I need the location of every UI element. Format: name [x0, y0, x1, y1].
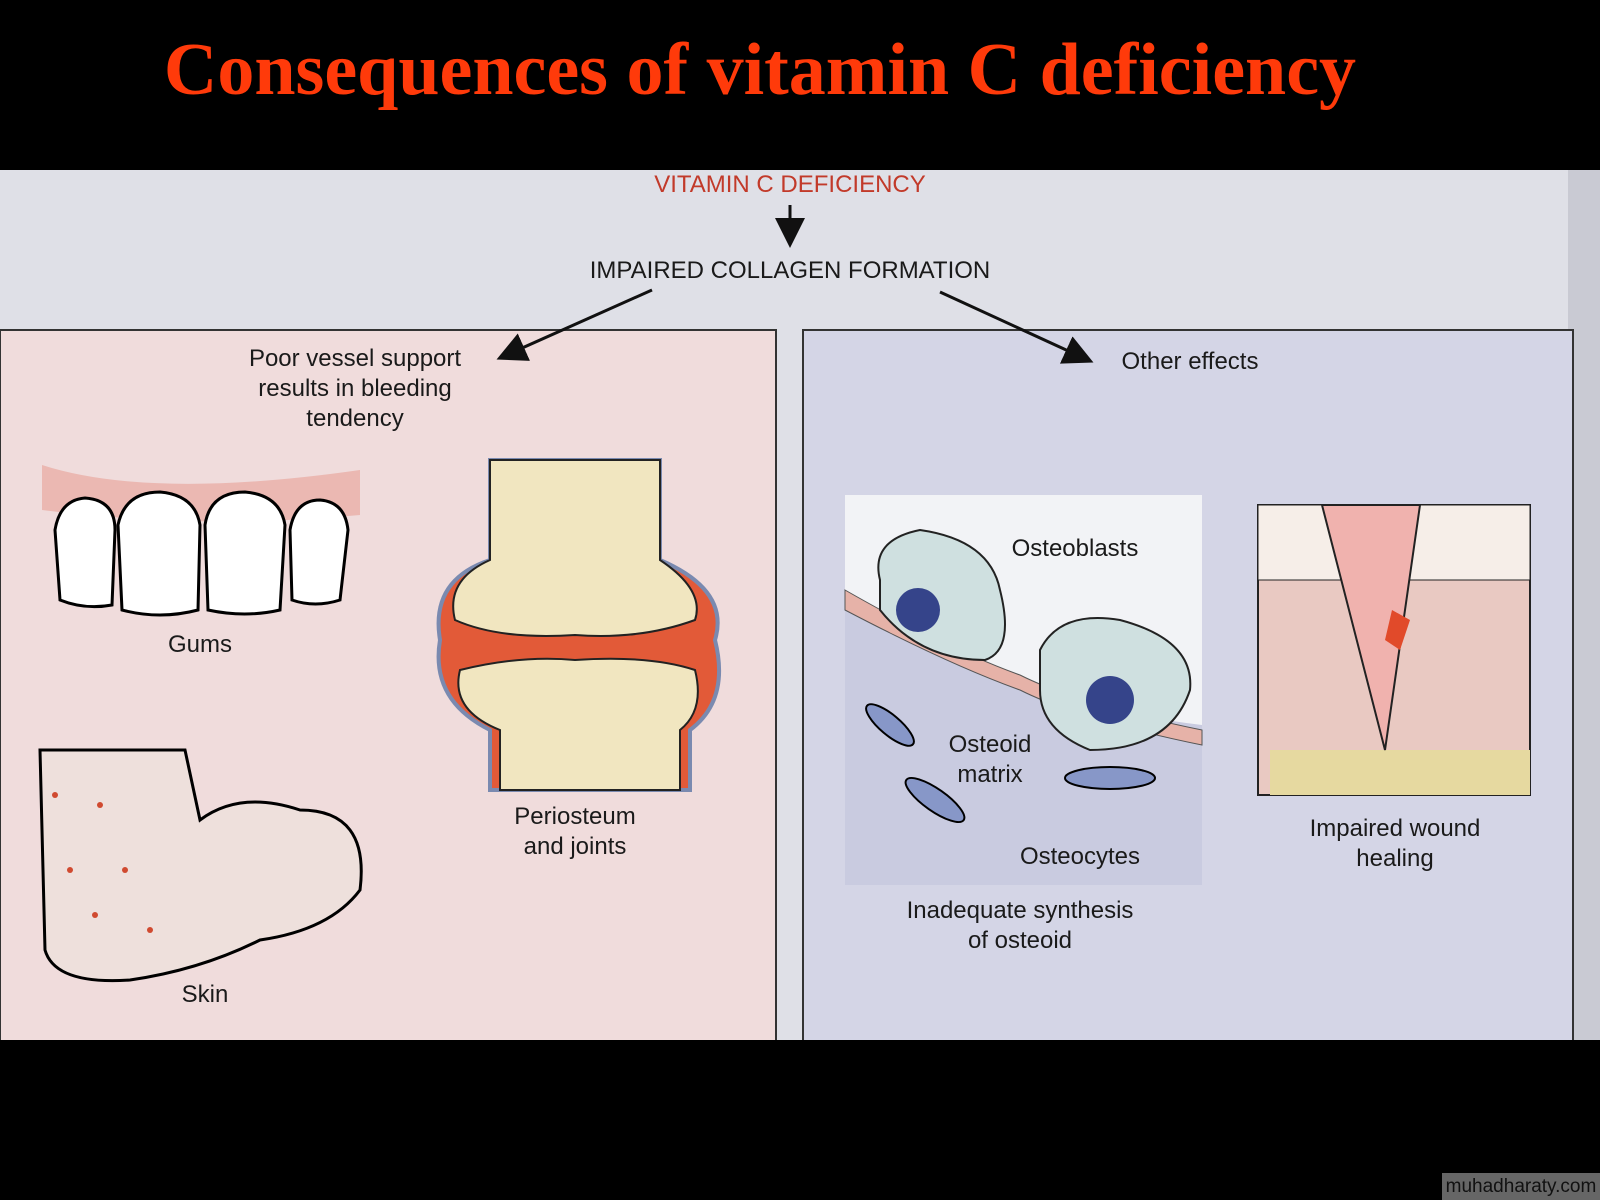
osteoid-caption-line1: Inadequate synthesis [906, 897, 1134, 924]
osteoblasts-label: Osteoblasts [1011, 535, 1139, 562]
wound-label-line1: Impaired wound [1309, 815, 1481, 842]
slide-title: Consequences of vitamin C deficiency [163, 29, 1357, 111]
gums-label: Gums [167, 631, 232, 658]
osteoid-caption: Inadequate synthesis of osteoid [870, 896, 1170, 956]
vitamin-c-deficiency-label: VITAMIN C DEFICIENCY [654, 171, 926, 198]
osteocytes-label: Osteocytes [1019, 843, 1141, 870]
wound-illustration [1257, 504, 1531, 796]
gums-illustration [42, 465, 360, 617]
wound-healing-label: Impaired wound healing [1290, 814, 1500, 874]
watermark: muhadharaty.com [1442, 1173, 1600, 1200]
bleeding-tendency-label: Poor vessel support results in bleeding … [248, 345, 462, 432]
wound-label-line2: healing [1356, 845, 1434, 872]
diagram-graphics [0, 170, 1600, 1040]
osteoid-caption-line2: of osteoid [967, 927, 1073, 954]
arrow-left [496, 288, 653, 361]
periosteum-label-line1: Periosteum [514, 803, 636, 830]
periosteum-label-line2: and joints [523, 833, 627, 860]
other-effects-label: Other effects [1121, 348, 1259, 375]
impaired-collagen-label: IMPAIRED COLLAGEN FORMATION [589, 257, 991, 284]
skin-foot-illustration [38, 748, 363, 983]
osteoid-illustration [844, 495, 1203, 885]
osteoid-label-line1: Osteoid [948, 731, 1032, 758]
periosteum-joints-label: Periosteum and joints [490, 802, 660, 862]
osteoid-matrix-label: Osteoid matrix [930, 730, 1050, 790]
joint-illustration [436, 458, 722, 792]
diagram-figure: VITAMIN C DEFICIENCY IMPAIRED COLLAGEN F… [0, 170, 1600, 1040]
osteoid-label-line2: matrix [957, 761, 1023, 788]
arrow-right [939, 290, 1094, 364]
skin-label: Skin [181, 981, 229, 1008]
